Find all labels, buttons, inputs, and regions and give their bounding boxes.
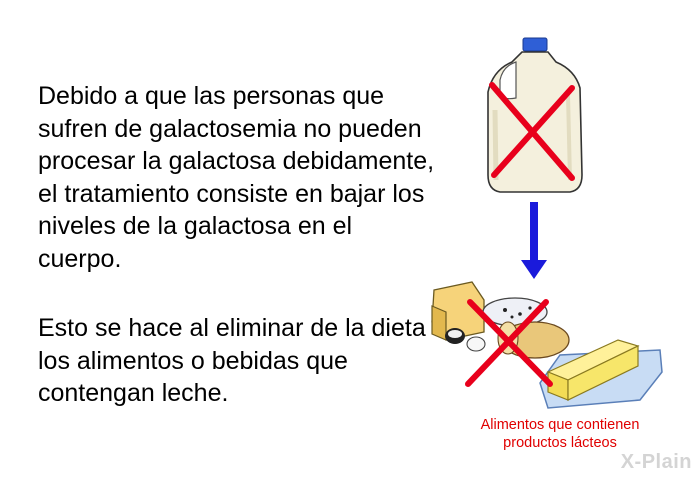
explanation-paragraph: Debido a que las personas que sufren de … [38,82,435,273]
red-x-icon [465,299,553,387]
treatment-paragraph: Esto se hace al eliminar de la dieta los… [38,314,426,407]
down-arrow-icon [521,202,547,279]
dairy-caption: Alimentos que contienen productos lácteo… [460,416,660,452]
red-x-icon [489,82,575,181]
xplain-logo: X-Plain [620,451,692,473]
caption-line-1: Alimentos que contienen [480,417,640,433]
caption-line-2: productos lácteos [503,435,617,451]
